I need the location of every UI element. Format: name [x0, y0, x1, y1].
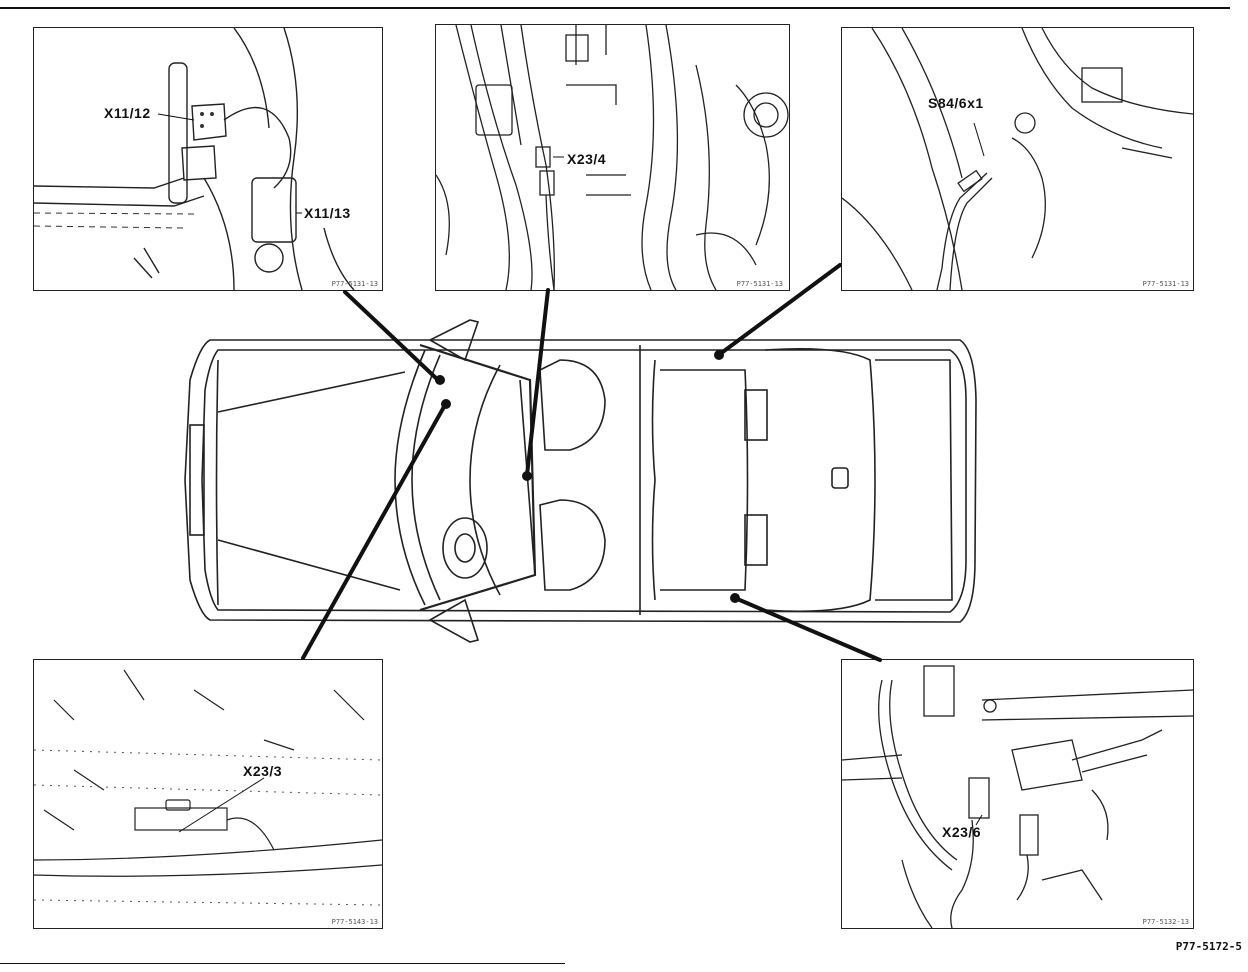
leader-lines [301, 263, 882, 662]
detail-panel-x11: X11/12 X11/13 P77-5131-13 [33, 27, 383, 291]
document-id: P77-5172-5 [1175, 940, 1242, 953]
label-x11-13: X11/13 [304, 205, 351, 221]
detail-panel-x23-6: X23/6 P77-5132-13 [841, 659, 1194, 929]
label-s84-6x1: S84/6x1 [928, 95, 984, 111]
label-x11-12: X11/12 [104, 105, 151, 121]
label-x23-6: X23/6 [942, 824, 982, 840]
panel-x11-illustration [34, 28, 355, 290]
car-top-view [184, 319, 977, 643]
panel-x23-4-illustration [436, 25, 789, 290]
detail-panel-x23-4: X23/4 P77-5131-13 [435, 24, 790, 291]
bottom-rule [0, 963, 565, 964]
top-rule [0, 7, 1230, 9]
connector-location-dots [435, 350, 740, 603]
panel-code-4: P77-5143-13 [331, 918, 378, 926]
detail-panel-x23-3: X23/3 P77-5143-13 [33, 659, 383, 929]
panel-code-1: P77-5131-13 [331, 280, 378, 288]
panel-code-5: P77-5132-13 [1142, 918, 1189, 926]
panel-x23-3-illustration [34, 669, 382, 906]
label-x23-3: X23/3 [243, 763, 283, 779]
detail-panel-s84: S84/6x1 P77-5131-13 [841, 27, 1194, 291]
panel-x23-6-illustration [842, 665, 1193, 928]
panel-code-2: P77-5131-13 [736, 280, 783, 288]
panel-code-3: P77-5131-13 [1142, 280, 1189, 288]
label-x23-4: X23/4 [567, 151, 607, 167]
panel-s84-illustration [842, 28, 1193, 290]
